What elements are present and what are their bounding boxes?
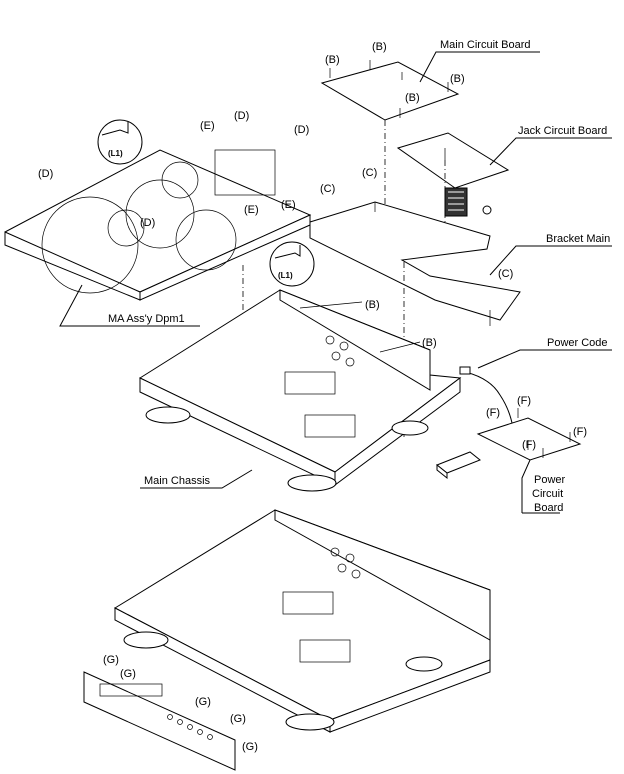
screw-label-c: (C) [320,183,335,195]
screw-label-b: (B) [325,54,340,66]
screw-label-g: (G) [242,741,258,753]
ma-assy-callout: MA Ass'y Dpm1 [59,284,200,327]
screw-label-e: (E) [244,204,259,216]
power-circuit-board-label-line3: Board [534,502,563,514]
detail-circle-l1-right: (L1) [269,241,315,287]
main-chassis-part [138,289,462,492]
screw-label-f: (F) [522,439,536,451]
screw-label-e: (E) [200,120,215,132]
bracket-main-callout: Bracket Main [489,233,612,276]
main-circuit-board-label: Main Circuit Board [440,39,530,51]
ma-assy-dpm1-part [4,149,312,430]
ma-assy-label: MA Ass'y Dpm1 [108,313,185,325]
screw-label-b: (B) [450,73,465,85]
main-chassis-label: Main Chassis [144,475,211,487]
screw-label-b: (B) [405,92,420,104]
screw-label-b: (B) [422,337,437,349]
screw-label-c: (C) [498,268,513,280]
main-chassis-callout: Main Chassis [140,469,253,489]
bracket-main-label: Bracket Main [546,233,610,245]
jack-circuit-board-callout: Jack Circuit Board [489,125,612,166]
screw-label-d: (D) [140,217,155,229]
detail-circle-l1-top: (L1) [97,119,143,165]
lower-chassis-part [113,509,491,733]
detail-label-l1: (L1) [108,149,123,158]
jack-circuit-board-part [396,132,510,245]
screw-label-g: (G) [230,713,246,725]
screw-label-d: (D) [294,124,309,136]
power-circuit-board-part [436,408,582,480]
power-circuit-board-label-line2: Circuit [532,488,563,500]
screw-label-d: (D) [234,110,249,122]
screw-label-c: (C) [362,167,377,179]
main-circuit-board-part [320,60,460,215]
front-panel-part [83,671,236,771]
screw-label-b: (B) [372,41,387,53]
screw-label-g: (G) [120,668,136,680]
screw-label-g: (G) [103,654,119,666]
main-circuit-board-callout: Main Circuit Board [419,39,540,83]
screw-label-f: (F) [517,395,531,407]
power-circuit-board-label-line1: Power [534,474,566,486]
screw-label-f: (F) [573,426,587,438]
jack-circuit-board-label: Jack Circuit Board [518,125,607,137]
screw-label-g: (G) [195,696,211,708]
power-circuit-board-callout: Power Circuit Board [521,459,566,514]
screw-label-b: (B) [365,299,380,311]
power-code-label: Power Code [547,337,608,349]
screw-label-e: (E) [281,199,296,211]
screw-label-d: (D) [38,168,53,180]
power-code-callout: Power Code [477,337,612,369]
detail-label-l1: (L1) [278,271,293,280]
screw-label-f: (F) [486,407,500,419]
